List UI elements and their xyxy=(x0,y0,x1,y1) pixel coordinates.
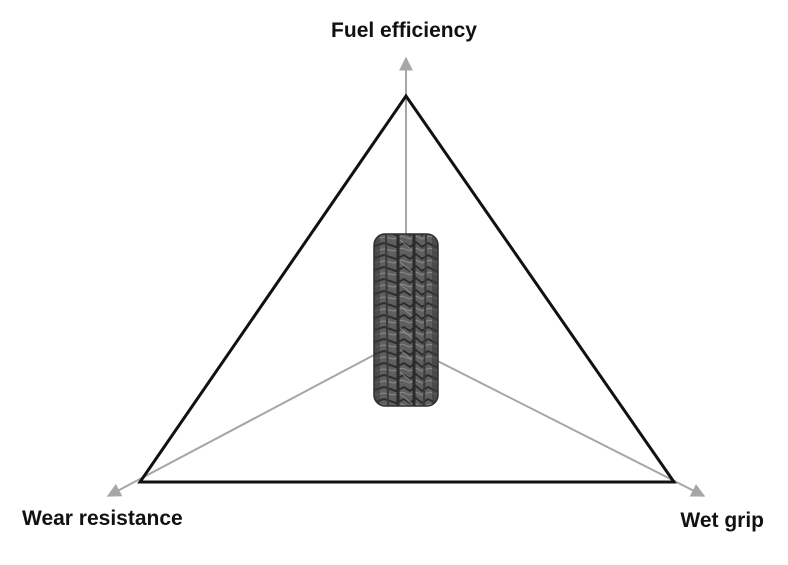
axis-wet-grip xyxy=(405,344,706,497)
axis-wear-resistance xyxy=(106,337,407,497)
tradeoff-triangle xyxy=(137,93,677,484)
label-wear-resistance: Wear resistance xyxy=(22,507,183,530)
tire-tread-icon xyxy=(373,233,439,407)
label-wet-grip: Wet grip xyxy=(680,509,764,532)
label-fuel-efficiency: Fuel efficiency xyxy=(331,19,477,42)
